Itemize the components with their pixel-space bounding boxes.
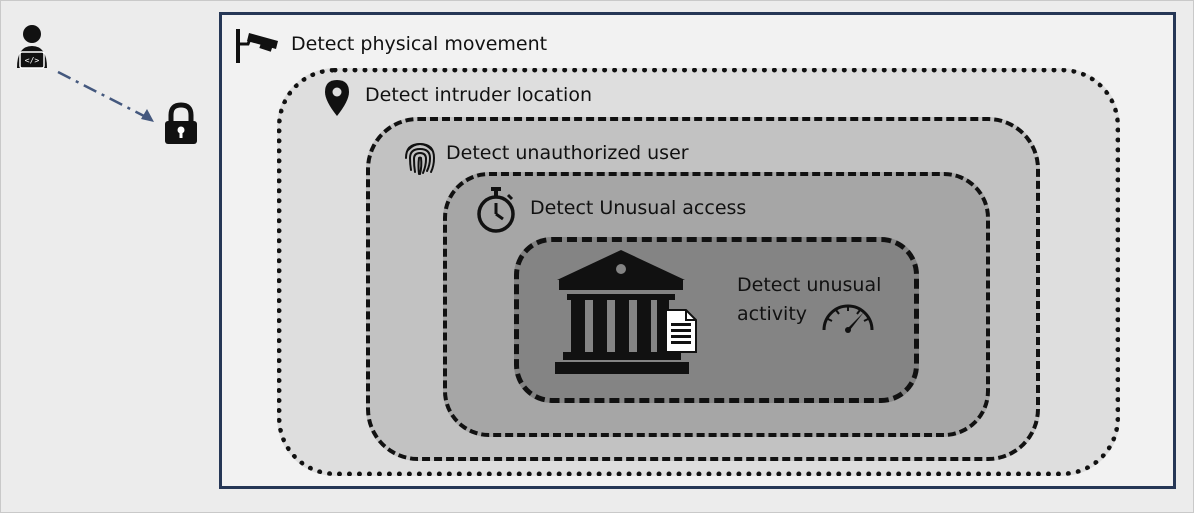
layer-unusual-access-label: Detect Unusual access (530, 197, 747, 219)
layer-physical-movement-label: Detect physical movement (291, 33, 548, 55)
svg-text:</>: </> (25, 56, 40, 65)
padlock-icon (165, 102, 197, 144)
fingerprint-icon (405, 142, 436, 175)
speedometer-icon (822, 304, 874, 333)
bank-building-icon (555, 250, 689, 374)
layer-intruder-location-label: Detect intruder location (365, 84, 593, 106)
layer-unusual-activity-label-line2: activity (737, 303, 808, 325)
security-camera-icon (236, 29, 278, 63)
layer-unauthorized-user-label: Detect unauthorized user (446, 142, 689, 164)
document-icon (665, 309, 697, 353)
stopwatch-icon (477, 187, 515, 233)
layer-unusual-activity-label-line1: Detect unusual (737, 274, 882, 296)
hacker-laptop-icon: </> (17, 25, 47, 69)
map-pin-icon (325, 80, 349, 116)
